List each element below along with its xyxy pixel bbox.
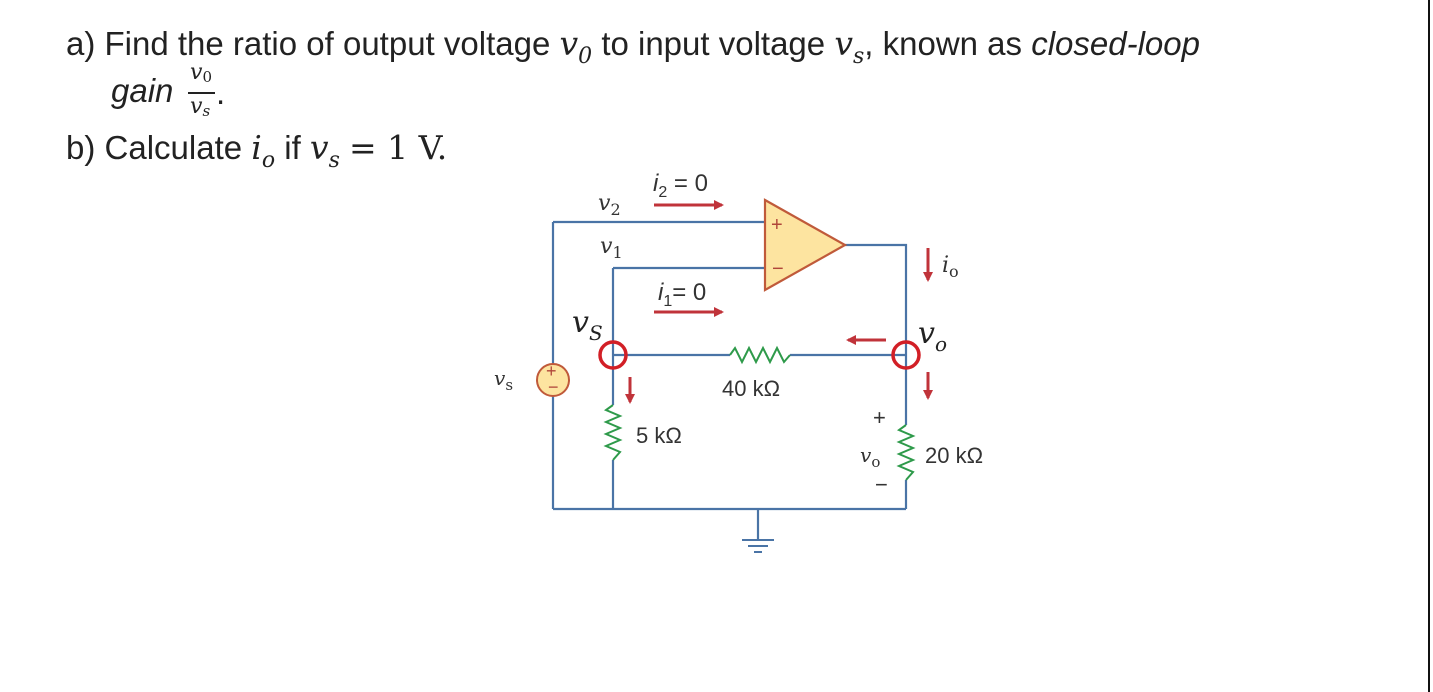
right-border — [1428, 0, 1430, 692]
gain-fraction-bar — [188, 92, 215, 94]
question-b-eq: = 1 V. — [349, 128, 448, 167]
label-20k: 20 kΩ — [925, 443, 983, 468]
question-b-if: if — [284, 129, 301, 166]
question-b-prefix: b) Calculate — [66, 129, 243, 166]
label-v1: v1 — [600, 234, 623, 262]
label-vs-source: vs — [494, 366, 513, 394]
var-io: io — [251, 128, 276, 173]
label-i1: i1= 0 — [658, 279, 706, 310]
gain-fraction-numerator: v0 — [190, 60, 212, 86]
label-i2: i2 = 0 — [653, 170, 708, 201]
voltage-source — [536, 363, 570, 397]
gain-word: gain — [111, 72, 174, 109]
label-5k: 5 kΩ — [636, 423, 682, 448]
wire-output — [845, 243, 908, 355]
label-vo-out: vo — [860, 443, 880, 471]
var-vs: vs — [834, 24, 865, 69]
question-a-prefix: a) Find the ratio of output voltage — [66, 25, 551, 62]
label-40k: 40 kΩ — [722, 376, 780, 401]
op-amp — [763, 198, 848, 292]
var-vs-b: vs — [309, 128, 340, 173]
closed-loop-emph: closed-loop — [1031, 25, 1200, 62]
out-plus-sign: + — [873, 405, 886, 430]
resistor-5k — [603, 404, 623, 461]
source-plus-sign: + — [546, 361, 557, 381]
label-v2: v2 — [598, 191, 621, 219]
label-io: io — [942, 253, 959, 281]
gain-period: . — [216, 74, 226, 111]
gain-fraction-denominator: vs — [190, 94, 211, 120]
question-a-middle: to input voltage — [601, 25, 826, 62]
node-vo-highlight — [891, 340, 921, 370]
resistor-40k — [729, 345, 791, 365]
source-minus-sign: − — [548, 377, 559, 397]
wires — [551, 220, 908, 540]
label-vs-node: vS — [572, 305, 603, 345]
opamp-plus-sign: + — [771, 214, 783, 236]
label-vo-node: vo — [918, 316, 947, 356]
var-vo: v0 — [559, 24, 593, 69]
resistor-20k — [896, 424, 916, 481]
node-vs-highlight — [598, 340, 628, 370]
question-a-suffix: , known as — [864, 25, 1023, 62]
question-a-line1: a) Find the ratio of output voltage v0 t… — [66, 24, 1200, 69]
ground-symbol — [742, 539, 774, 553]
opamp-minus-sign: − — [772, 258, 784, 280]
question-b: b) Calculate io if vs = 1 V. — [66, 128, 448, 173]
out-minus-sign: − — [875, 472, 888, 497]
